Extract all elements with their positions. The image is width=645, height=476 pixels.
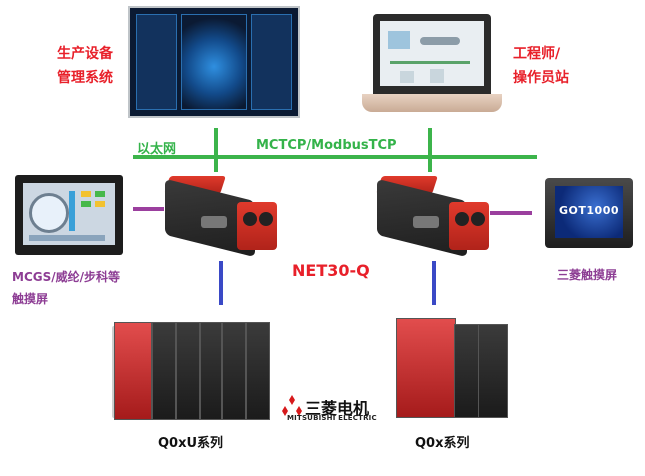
gateway-device-left — [164, 176, 277, 262]
right-hmi-label: 三菱触摸屏 — [557, 268, 618, 282]
brand-name-cn: 三菱电机 — [305, 399, 370, 418]
left-hmi-label: MCGS/威纶/步科等 触摸屏 — [12, 270, 121, 306]
ethernet-bus-line — [133, 155, 537, 159]
laptop-drop-line — [428, 128, 432, 172]
gateway-device-right — [376, 176, 489, 262]
plc-right-label: Q0x系列 — [415, 436, 470, 451]
got1000-logo: GOT1000 — [559, 204, 619, 217]
ethernet-label: 以太网 — [137, 142, 177, 157]
right-hmi-link — [490, 211, 532, 215]
plc-left-label: Q0xU系列 — [158, 436, 224, 451]
production-monitor-image — [128, 6, 300, 118]
engineer-laptop-image — [373, 14, 491, 94]
plc-q0x-image — [396, 318, 508, 418]
plc-q0xu-image — [112, 318, 270, 422]
left-plc-link — [219, 261, 223, 305]
gateway-model-label: NET30-Q — [292, 261, 370, 280]
mitsubishi-logo-icon — [280, 395, 304, 417]
brand-name-en: MITSUBISHI ELECTRIC — [287, 414, 377, 422]
laptop-base — [362, 94, 502, 112]
right-touchscreen-image: GOT1000 — [545, 178, 633, 248]
left-touchscreen-image — [15, 175, 123, 255]
right-plc-link — [432, 261, 436, 305]
protocol-label: MCTCP/ModbusTCP — [256, 138, 397, 153]
engineer-station-label: 工程师/ 操作员站 — [513, 46, 569, 86]
monitor-drop-line — [214, 128, 218, 172]
left-hmi-link — [133, 207, 164, 211]
production-system-label: 生产设备 管理系统 — [57, 46, 113, 86]
